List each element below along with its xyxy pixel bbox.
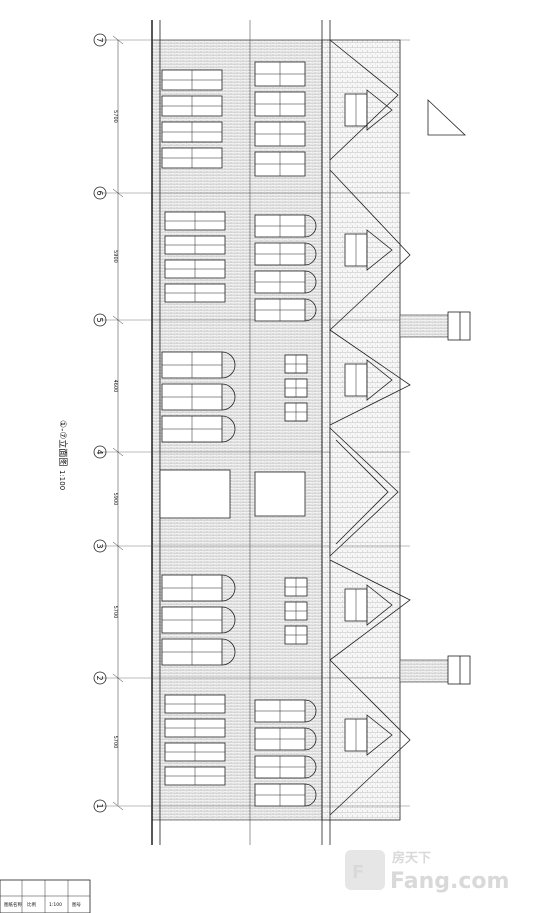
axis-label-3: 3 <box>95 543 104 548</box>
dimension-text: 5700 <box>112 736 118 749</box>
arched-window <box>161 606 236 634</box>
arched-window <box>254 783 317 807</box>
arched-window <box>254 298 317 322</box>
window <box>254 151 306 177</box>
axis-label-4: 4 <box>95 449 104 454</box>
window <box>284 577 308 597</box>
dormer <box>344 229 393 271</box>
chimney-upper <box>399 311 471 341</box>
chimney-lower <box>399 655 471 685</box>
arched-window <box>254 727 317 751</box>
dimension-text: 4600 <box>112 380 118 393</box>
window <box>164 283 226 303</box>
arched-window <box>254 755 317 779</box>
axis-bubbles: 1 2 3 4 5 6 7 <box>93 33 107 813</box>
axis-bubble-7 <box>93 33 107 47</box>
arched-window <box>161 415 236 443</box>
axis-bubble-4 <box>93 445 107 459</box>
dim-tick <box>112 801 124 811</box>
axis-label-6: 6 <box>95 190 104 195</box>
dimension-text: 5700 <box>112 110 118 123</box>
window <box>164 718 226 738</box>
title-cell-scale-label: 比例 <box>27 901 36 908</box>
section-title: ①-⑦立面图 <box>57 420 69 466</box>
window <box>284 354 308 374</box>
window <box>164 694 226 714</box>
axis-bubble-1 <box>93 799 107 813</box>
axis-bubble-5 <box>93 313 107 327</box>
orientation-triangle <box>427 99 467 136</box>
roof-hip-6 <box>329 659 411 816</box>
central-window <box>254 471 306 517</box>
axis-bubble-2 <box>93 671 107 685</box>
window <box>284 601 308 621</box>
watermark-brand-cn: 房天下 <box>392 850 431 866</box>
axis-label-5: 5 <box>95 317 104 322</box>
dormer <box>344 584 393 626</box>
window <box>164 259 226 279</box>
watermark-brand-en: Fang.com <box>390 869 509 894</box>
central-pediment <box>329 427 399 557</box>
arched-window <box>161 383 236 411</box>
arched-window <box>254 270 317 294</box>
title-block: 图纸名称 比例 1:100 图号 <box>0 879 91 913</box>
axis-label-7: 7 <box>95 37 104 42</box>
dimension-texts: 5700 5700 5900 4600 5900 5700 <box>112 110 118 748</box>
title-cell-name: 图纸名称 <box>4 901 22 908</box>
window <box>254 91 306 117</box>
roof-plane <box>321 39 401 821</box>
title-cell-scale: 1:100 <box>49 902 62 908</box>
arched-window <box>161 351 236 379</box>
axis-bubble-3 <box>93 539 107 553</box>
window <box>161 95 223 117</box>
roof-hip-5 <box>329 559 411 661</box>
dormer <box>344 714 393 756</box>
arched-window <box>161 638 236 666</box>
window <box>161 121 223 143</box>
section-scale: 1:100 <box>58 470 66 490</box>
window <box>161 69 223 91</box>
window <box>284 625 308 645</box>
roof-hip-top <box>329 39 399 161</box>
arched-window <box>254 242 317 266</box>
arched-window <box>254 214 317 238</box>
arched-window <box>254 699 317 723</box>
window <box>254 121 306 147</box>
window <box>254 61 306 87</box>
window <box>164 211 226 231</box>
central-door-panel <box>159 469 231 519</box>
dimension-text: 5700 <box>112 606 118 619</box>
watermark-logo: F 房天下 Fang.com <box>345 850 509 894</box>
window <box>161 147 223 169</box>
watermark-mark: F <box>352 862 364 883</box>
dormer <box>344 359 393 401</box>
axis-label-2: 2 <box>95 675 104 680</box>
dimension-text: 5900 <box>112 493 118 506</box>
axis-label-1: 1 <box>95 803 104 808</box>
dormer <box>344 89 393 131</box>
roof-hip-2 <box>329 169 411 331</box>
arched-window <box>161 574 236 602</box>
dimension-text: 5900 <box>112 250 118 263</box>
title-cell-number: 图号 <box>72 902 81 908</box>
pediment-inner-line <box>335 439 389 545</box>
window <box>164 235 226 255</box>
windows-group <box>161 61 317 807</box>
window <box>284 378 308 398</box>
window <box>164 766 226 786</box>
axis-bubble-6 <box>93 186 107 200</box>
axis-grid-lines <box>100 35 410 811</box>
roof-hip-3 <box>329 329 411 426</box>
window <box>164 742 226 762</box>
window <box>284 402 308 422</box>
